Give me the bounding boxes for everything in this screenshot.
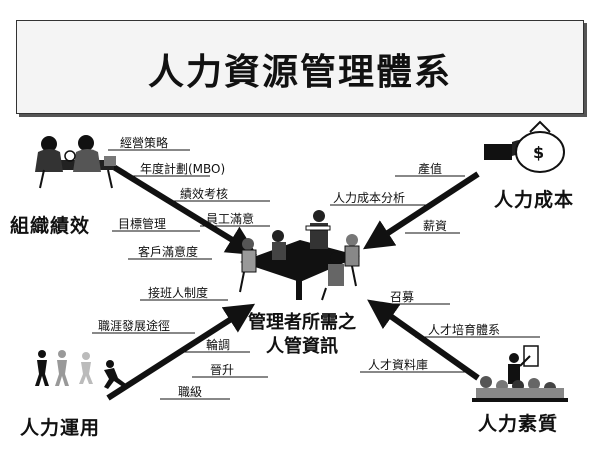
arrow-from-workforce-quality xyxy=(367,299,480,381)
label-rotation: 輪調 xyxy=(206,338,231,352)
workforce-figures-illustration xyxy=(35,350,126,389)
heading-workforce-quality: 人力素質 xyxy=(478,413,559,435)
conference-illustration xyxy=(239,210,360,301)
label-rules xyxy=(92,149,540,400)
meeting-illustration xyxy=(35,135,116,189)
heading-workforce-use: 人力運用 xyxy=(20,417,101,439)
money-bag-illustration: $ xyxy=(484,120,565,173)
label-salary: 薪資 xyxy=(423,219,448,233)
arrow-from-workforce-use xyxy=(106,303,256,401)
svg-text:$: $ xyxy=(533,143,544,162)
label-employee-satisfaction: 員工滿意 xyxy=(206,212,255,226)
label-business-strategy: 經營策略 xyxy=(120,136,169,150)
diagram-title: 人力資源管理體系 xyxy=(147,52,452,93)
label-talent-database: 人才資料庫 xyxy=(368,358,429,372)
center-label-line2: 人管資訊 xyxy=(266,336,338,357)
label-labor-cost-analysis: 人力成本分析 xyxy=(333,191,406,205)
label-job-grade: 職級 xyxy=(178,385,203,399)
label-talent-development: 人才培育體系 xyxy=(428,323,501,337)
training-audience-illustration xyxy=(472,345,568,402)
arrow-from-labor-cost xyxy=(362,171,480,250)
label-output-value: 產值 xyxy=(418,162,443,176)
label-annual-plan-mbo: 年度計劃(MBO) xyxy=(140,162,226,176)
label-promotion: 晉升 xyxy=(210,363,235,377)
label-career-path: 職涯發展途徑 xyxy=(98,319,171,333)
label-objective-management: 目標管理 xyxy=(118,217,167,231)
title-box: 人力資源管理體系 xyxy=(16,20,584,114)
center-label-line1: 管理者所需之 xyxy=(248,312,356,333)
heading-org-performance: 組織績效 xyxy=(10,215,91,237)
arrow-from-org-performance xyxy=(110,163,258,256)
arrows xyxy=(106,163,480,401)
label-performance-review: 績效考核 xyxy=(180,187,229,201)
label-succession-plan: 接班人制度 xyxy=(148,286,209,300)
heading-labor-cost: 人力成本 xyxy=(494,189,575,211)
label-customer-satisfaction: 客戶滿意度 xyxy=(138,245,199,259)
label-recruitment: 召募 xyxy=(390,290,415,304)
